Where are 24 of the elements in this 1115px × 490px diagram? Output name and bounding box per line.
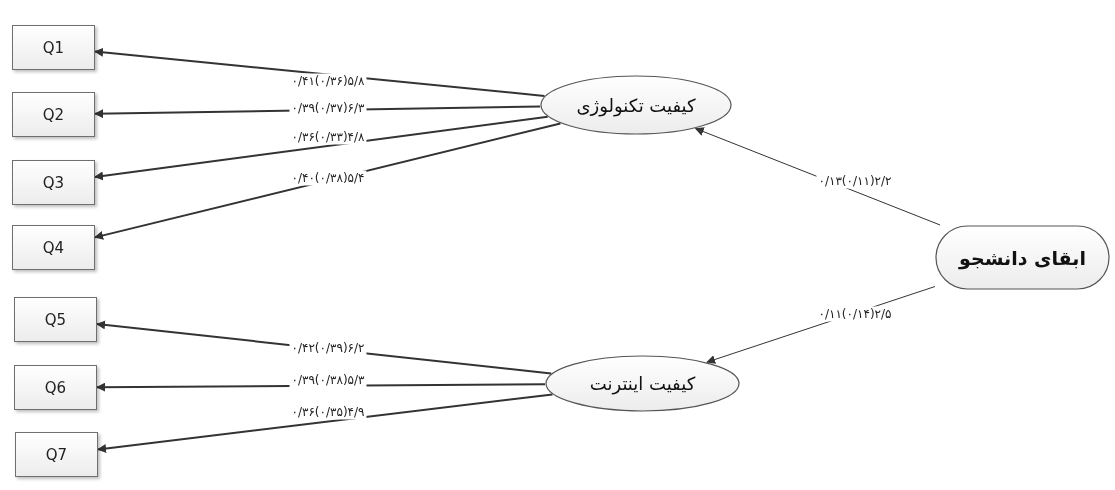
edge-label: ۰/۳۹(۰/۳۷)۶/۳ (289, 100, 367, 116)
edge-label: ۰/۱۳(۰/۱۱)۲/۲ (816, 173, 894, 189)
node-label: Q4 (42, 238, 65, 257)
node-label: کیفیت اینترنت (589, 373, 696, 394)
item-box (14, 297, 97, 342)
arrow (94, 47, 546, 97)
item-box (12, 160, 95, 205)
node-label: Q2 (42, 105, 65, 124)
item-box (14, 365, 97, 410)
node-label: Q7 (45, 445, 68, 464)
item-box (12, 225, 95, 270)
node-label: Q5 (44, 310, 67, 329)
arrow (97, 393, 554, 453)
item-box (12, 25, 95, 70)
edge-label: ۰/۳۹(۰/۳۸)۵/۳ (289, 372, 367, 388)
node-label: ابقای دانشجو (959, 246, 1086, 269)
item-box (12, 92, 95, 137)
node-label: کیفیت تکنولوژی (576, 94, 696, 116)
node-label: Q3 (42, 173, 65, 192)
arrow (94, 115, 549, 181)
edge-label: ۰/۴۲(۰/۳۹)۶/۲ (289, 340, 367, 356)
node-label: Q1 (42, 38, 65, 57)
node-label: Q6 (44, 378, 67, 397)
item-box (15, 432, 98, 477)
